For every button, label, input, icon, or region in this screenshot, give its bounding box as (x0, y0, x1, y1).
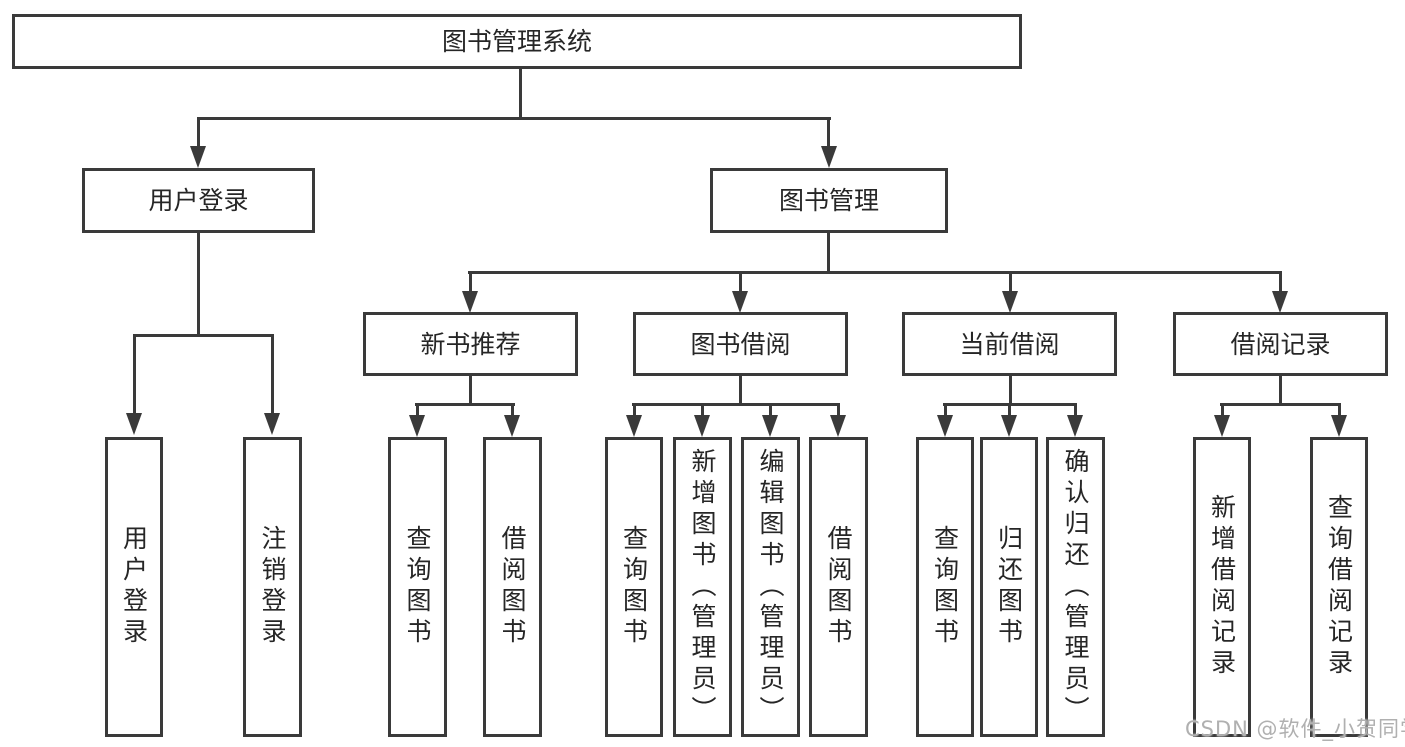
node-book-management: 图书管理 (710, 168, 948, 233)
leaf-record-query-borrow-record: 查询借阅记录 (1310, 437, 1368, 737)
connector-line (739, 374, 742, 406)
connector-line (769, 403, 772, 419)
leaf-user-login: 用户登录 (105, 437, 163, 737)
connector-line (415, 403, 515, 406)
arrowhead (462, 291, 478, 313)
leaf-borrow-query-book: 查询图书 (605, 437, 663, 737)
connector-line (1009, 271, 1012, 293)
connector-line (133, 334, 274, 337)
connector-line (633, 403, 636, 419)
connector-line (468, 271, 1282, 274)
arrowhead (626, 415, 642, 437)
node-borrow-record: 借阅记录 (1173, 312, 1388, 376)
leaf-borrow-edit-book-admin: 编辑图书（管理员） (741, 437, 800, 737)
arrowhead (409, 415, 425, 437)
node-root-library-system: 图书管理系统 (12, 14, 1022, 69)
connector-line (133, 334, 136, 416)
arrowhead (1001, 415, 1017, 437)
node-current-borrow: 当前借阅 (902, 312, 1117, 376)
arrowhead (1331, 415, 1347, 437)
connector-line (632, 403, 840, 406)
arrowhead (1272, 291, 1288, 313)
leaf-current-query-book: 查询图书 (916, 437, 974, 737)
arrowhead (504, 415, 520, 437)
connector-line (519, 68, 522, 118)
connector-line (197, 231, 200, 337)
connector-line (837, 403, 840, 419)
node-user-login: 用户登录 (82, 168, 315, 233)
arrowhead (821, 146, 837, 168)
arrowhead (190, 146, 206, 168)
leaf-current-confirm-return-admin: 确认归还（管理员） (1046, 437, 1105, 737)
leaf-logout: 注销登录 (243, 437, 302, 737)
leaf-current-return-book: 归还图书 (980, 437, 1038, 737)
connector-line (1338, 403, 1341, 419)
connector-line (416, 403, 419, 419)
connector-line (469, 374, 472, 406)
csdn-watermark: CSDN @软件_小贺同学 (1185, 717, 1405, 741)
leaf-recommend-query-book: 查询图书 (388, 437, 447, 737)
connector-line (197, 117, 831, 120)
arrowhead (830, 415, 846, 437)
leaf-recommend-borrow-book: 借阅图书 (483, 437, 542, 737)
node-book-borrow: 图书借阅 (633, 312, 848, 376)
connector-line (469, 271, 472, 293)
leaf-record-add-borrow-record: 新增借阅记录 (1193, 437, 1251, 737)
connector-line (1279, 271, 1282, 293)
connector-line (271, 334, 274, 416)
connector-line (827, 231, 830, 274)
connector-line (1008, 403, 1011, 419)
arrowhead (1214, 415, 1230, 437)
connector-line (1221, 403, 1224, 419)
connector-line (1074, 403, 1077, 419)
node-new-book-recommend: 新书推荐 (363, 312, 578, 376)
connector-line (1009, 374, 1012, 406)
arrowhead (694, 415, 710, 437)
connector-line (511, 403, 514, 419)
connector-line (944, 403, 947, 419)
connector-line (827, 117, 830, 148)
connector-line (701, 403, 704, 419)
connector-line (739, 271, 742, 293)
arrowhead (1002, 291, 1018, 313)
connector-line (197, 117, 200, 148)
leaf-borrow-add-book-admin: 新增图书（管理员） (673, 437, 732, 737)
arrowhead (762, 415, 778, 437)
connector-line (1220, 403, 1341, 406)
arrowhead (732, 291, 748, 313)
arrowhead (937, 415, 953, 437)
arrowhead (264, 413, 280, 435)
arrowhead (1067, 415, 1083, 437)
leaf-borrow-borrow-book: 借阅图书 (809, 437, 868, 737)
arrowhead (126, 413, 142, 435)
connector-line (1279, 374, 1282, 406)
